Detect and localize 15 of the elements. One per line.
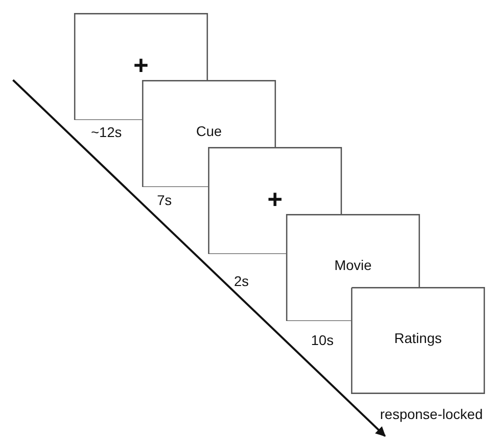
duration-label: ~12s <box>91 124 122 140</box>
duration-label: 7s <box>157 192 172 208</box>
screen-label: Ratings <box>394 330 442 346</box>
duration-label: response-locked <box>380 406 483 422</box>
screen-frame <box>208 147 342 254</box>
fixation-cross: + <box>133 52 149 78</box>
screen-frame <box>74 13 208 120</box>
screen-label: Cue <box>196 122 222 138</box>
screen-frame <box>142 80 276 187</box>
duration-label: 10s <box>311 332 334 348</box>
screen-frame <box>286 214 420 321</box>
duration-label: 2s <box>234 273 249 289</box>
screen-frame <box>351 287 485 394</box>
screen-label: Movie <box>334 256 372 272</box>
fixation-cross: + <box>267 186 283 212</box>
